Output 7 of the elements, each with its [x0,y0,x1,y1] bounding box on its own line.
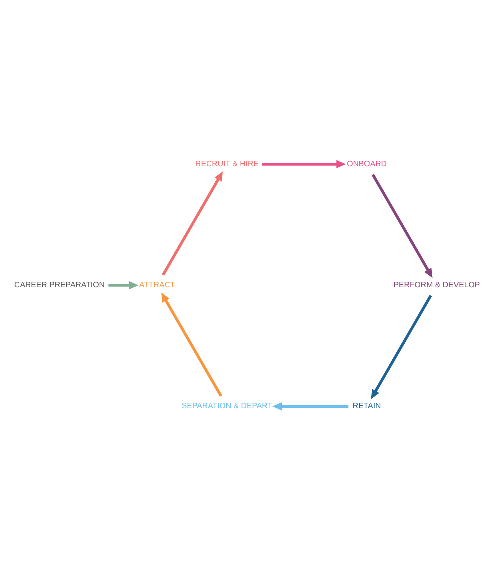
arrow [108,281,139,290]
arrow [272,402,349,411]
arrow [262,160,346,169]
arrow [371,295,432,400]
arrow [372,174,433,278]
arrow [162,292,222,397]
arrow [162,172,224,276]
